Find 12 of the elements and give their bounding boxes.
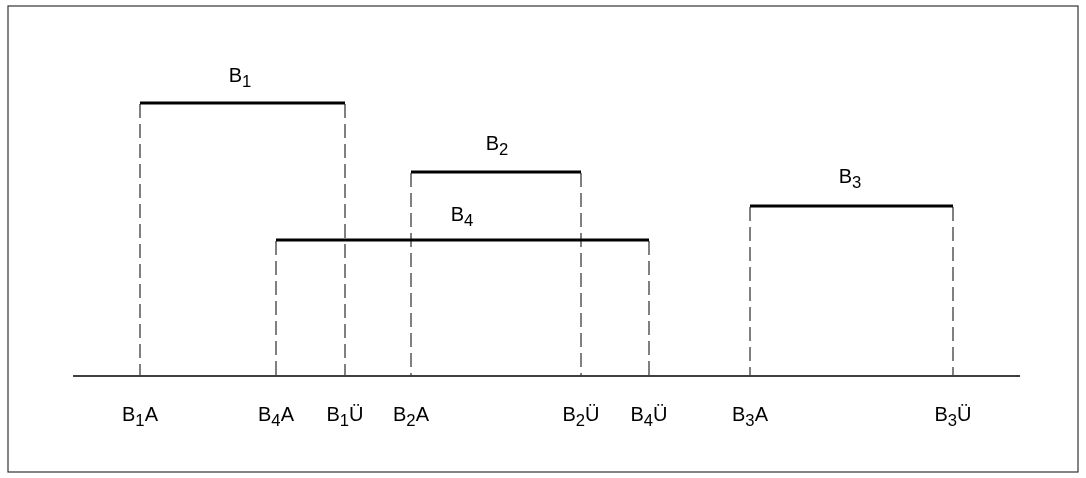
axis-tick-label: B$_{2}$Ü xyxy=(562,402,600,432)
axis-tick-label: B$_{3}$Ü xyxy=(934,402,972,432)
axis-tick-label: B$_{1}$Ü xyxy=(326,402,364,432)
interval-label: B$_{1}$ xyxy=(228,63,252,93)
axis-tick-label: B$_{1}$A xyxy=(122,402,158,432)
axis-tick-label: B$_{2}$A xyxy=(393,402,429,432)
interval-label: B$_{4}$ xyxy=(450,202,474,232)
axis-tick-label: B$_{4}$Ü xyxy=(630,402,668,432)
interval-label: B$_{3}$ xyxy=(838,164,862,194)
axis-tick-label: B$_{3}$A xyxy=(732,402,768,432)
axis-tick-label: B$_{4}$A xyxy=(258,402,294,432)
interval-label: B$_{2}$ xyxy=(485,131,509,161)
